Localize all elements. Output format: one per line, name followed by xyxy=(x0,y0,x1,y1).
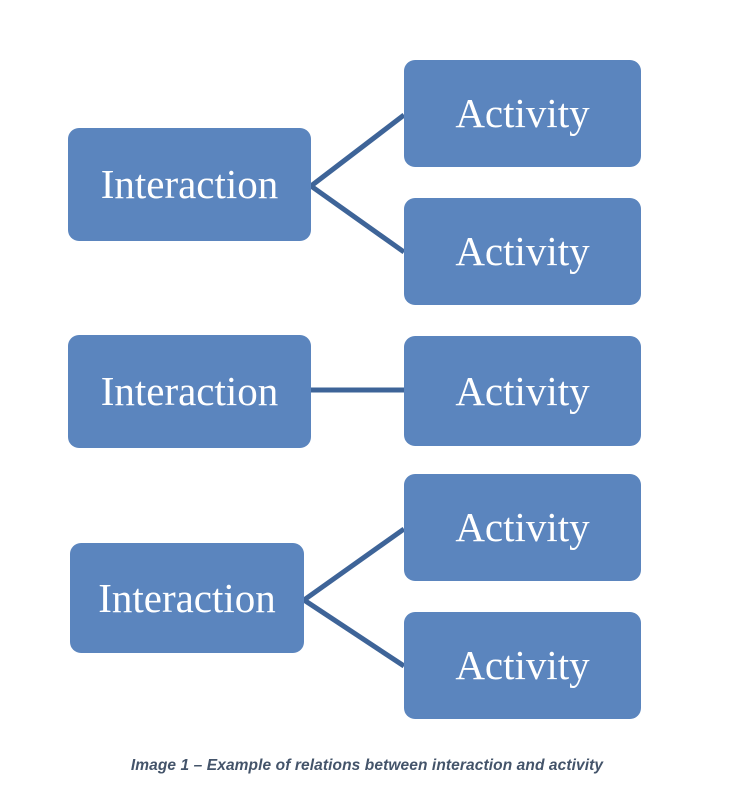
activity-node-3b-label: Activity xyxy=(455,642,590,688)
connector-group3-upper xyxy=(302,526,406,603)
figure-caption: Image 1 – Example of relations between i… xyxy=(130,757,604,774)
interaction-node-2[interactable]: Interaction xyxy=(68,335,311,448)
activity-node-3b[interactable]: Activity xyxy=(404,612,641,719)
connector-group1-lower xyxy=(309,183,406,255)
activity-node-1a-label: Activity xyxy=(455,90,590,136)
activity-node-2a[interactable]: Activity xyxy=(404,336,641,446)
interaction-node-2-label: Interaction xyxy=(100,368,279,414)
interaction-node-1-label: Interaction xyxy=(100,161,279,207)
interaction-node-3[interactable]: Interaction xyxy=(70,543,304,653)
activity-node-1b[interactable]: Activity xyxy=(404,198,641,305)
interaction-node-1[interactable]: Interaction xyxy=(68,128,311,241)
activity-node-3a[interactable]: Activity xyxy=(404,474,641,581)
activity-node-1b-label: Activity xyxy=(455,228,590,274)
connector-group3-lower xyxy=(302,597,406,669)
connector-group-1 xyxy=(309,113,406,255)
activity-node-1a[interactable]: Activity xyxy=(404,60,641,167)
connector-group1-upper xyxy=(309,113,406,188)
connector-group-3 xyxy=(302,526,406,669)
activity-node-2a-label: Activity xyxy=(455,367,590,414)
interaction-node-3-label: Interaction xyxy=(98,574,276,621)
activity-node-3a-label: Activity xyxy=(455,504,590,550)
